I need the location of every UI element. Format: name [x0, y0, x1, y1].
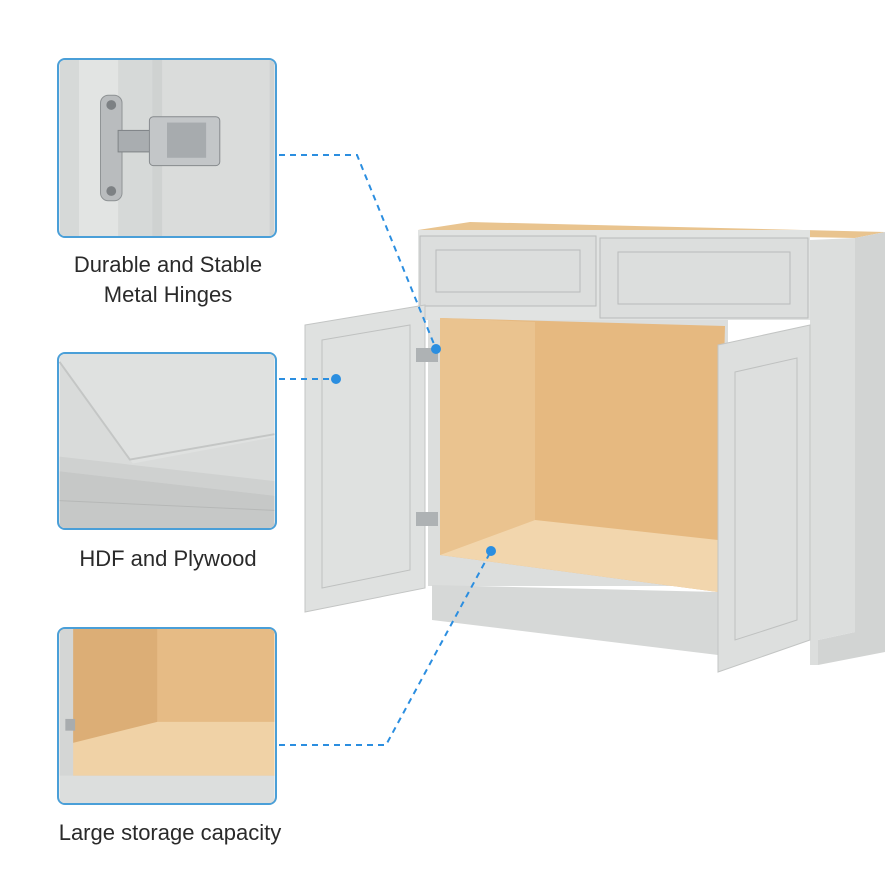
cabinet-body: [304, 222, 885, 673]
cabinet-interior-icon: [59, 629, 275, 803]
storage-closeup-image: [57, 627, 277, 805]
callout-dot-storage: [486, 546, 496, 556]
panel-edge-icon: [59, 354, 275, 528]
callout-lines: [279, 154, 492, 746]
callout-line-hinges: [279, 154, 437, 350]
feature-label-line: Metal Hinges: [103, 282, 233, 307]
feature-label-line: Durable and Stable: [73, 252, 263, 277]
hinge-icon: [59, 60, 275, 236]
callout-dot-hdf: [331, 374, 341, 384]
callout-line-storage: [279, 550, 492, 746]
feature-label-hinges: Durable and Stable Metal Hinges: [30, 250, 306, 310]
callout-dot-hinges: [431, 344, 441, 354]
panel-closeup-image: [57, 352, 277, 530]
hinge-icon: [416, 512, 438, 526]
feature-label-hdf: HDF and Plywood: [79, 546, 257, 571]
feature-label-storage: Large storage capacity: [58, 820, 282, 845]
hinge-closeup-image: [57, 58, 277, 238]
